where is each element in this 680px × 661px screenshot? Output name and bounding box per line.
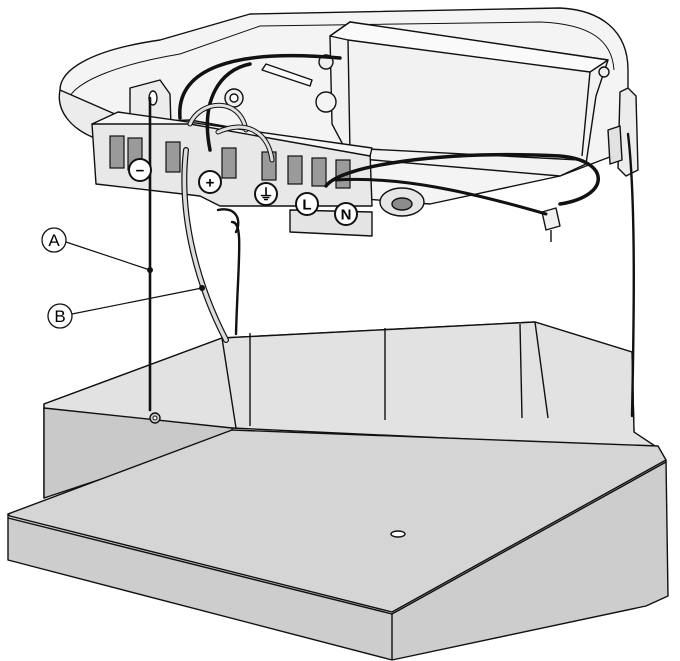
black-wire: [178, 53, 342, 120]
terminal-neutral: N: [334, 202, 358, 226]
grey-wire: [188, 103, 248, 132]
mounting-plate-rim: [69, 21, 615, 97]
callout-a-label: A: [48, 231, 60, 250]
grey-wire: [216, 125, 274, 162]
plate-screw: [315, 91, 337, 113]
right-clip-side: [607, 125, 623, 165]
lower-body-panel-line: [221, 337, 237, 429]
right-clip: [617, 87, 639, 177]
callout-a: A: [41, 227, 153, 273]
lower-body-panel-line: [534, 321, 549, 419]
terminal-live: L: [295, 192, 319, 216]
black-hanging-wire: [216, 208, 240, 234]
transformer-cover-edge: [347, 39, 351, 153]
plate-slot: [261, 63, 313, 87]
callout-a-dot: [147, 267, 153, 273]
black-wire: [324, 152, 600, 206]
terminal-ground-label: ⏚: [258, 187, 273, 204]
black-wire: [205, 62, 252, 152]
terminal-ground: ⏚: [254, 182, 278, 206]
terminal-slot: [109, 135, 125, 169]
terminal-live-label: L: [302, 197, 311, 214]
plate-screw: [598, 66, 610, 78]
wires: [148, 53, 635, 424]
terminal-neutral-label: N: [341, 207, 352, 224]
wire-a-terminal-screw-center: [152, 415, 158, 421]
terminal-slot: [221, 147, 237, 179]
terminal-slot: [311, 157, 327, 187]
terminal-block-top: [91, 111, 373, 157]
black-hanging-wire: [230, 220, 241, 336]
wire-connector: [541, 207, 561, 231]
terminal-minus-label: −: [136, 163, 145, 180]
cable-clamp-inner: [391, 197, 413, 211]
transformer-cover-edge: [581, 71, 591, 157]
lower-body-panel-line: [519, 323, 523, 419]
terminal-minus: −: [128, 158, 152, 182]
black-wire: [334, 177, 548, 216]
callout-b: B: [47, 285, 205, 329]
terminal-markings: − + ⏚ L N: [128, 158, 358, 226]
lower-body-skirt-top: [7, 429, 667, 613]
callout-a-leader: [65, 241, 151, 271]
transformer-cover-top: [329, 21, 609, 73]
callout-b-leader: [71, 287, 203, 315]
terminal-slot: [165, 141, 181, 173]
terminal-slot: [287, 155, 303, 185]
wire-b: [182, 148, 228, 342]
callout-a-circle: [41, 227, 67, 253]
callout-b-label: B: [54, 307, 65, 326]
callout-b-dot: [199, 285, 205, 291]
lower-body-screw-hole: [390, 530, 406, 538]
upper-unit: [58, 7, 639, 242]
terminal-plus-label: +: [206, 175, 215, 192]
plate-screw: [229, 93, 239, 103]
lower-body: [7, 321, 669, 661]
black-hanging-wire: [626, 132, 635, 418]
callout-b-circle: [47, 303, 73, 329]
terminal-plus: +: [198, 170, 222, 194]
